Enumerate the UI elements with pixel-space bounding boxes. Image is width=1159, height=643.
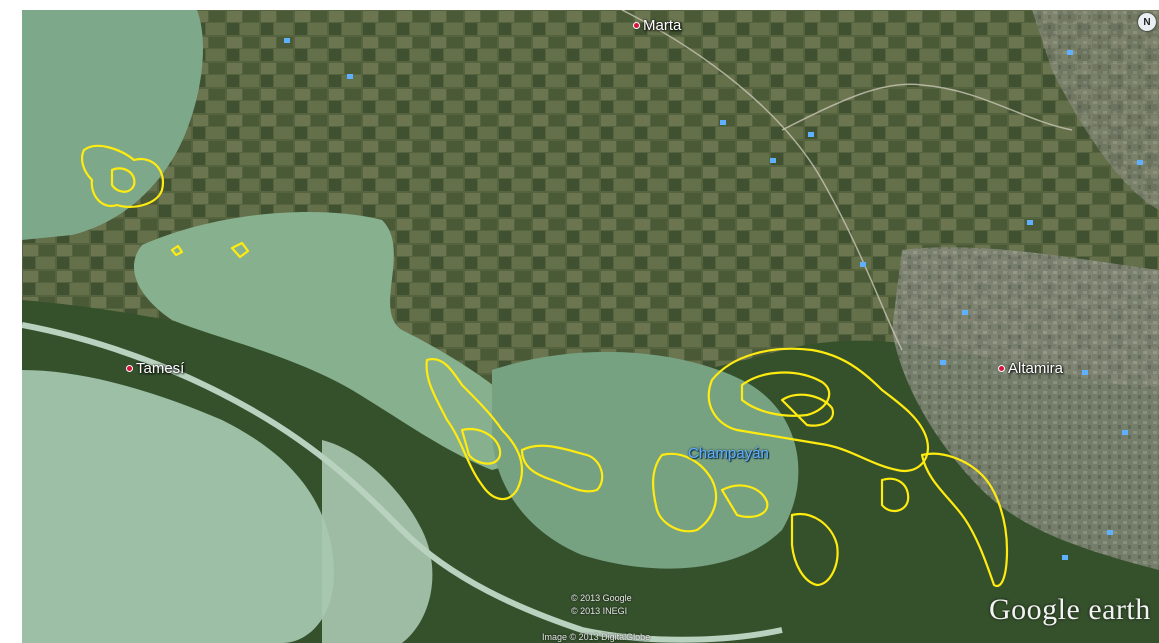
habitat-outline (707, 347, 930, 473)
poi-icon (1107, 530, 1113, 535)
habitat-outline (110, 167, 136, 193)
place-pin-icon (126, 365, 133, 372)
north-compass-icon[interactable]: N (1138, 13, 1156, 31)
place-marta[interactable]: Marta (633, 17, 681, 34)
map-viewport[interactable]: Marta Tamesí Altamira Champayán N © 2013… (22, 10, 1159, 643)
attribution-google: © 2013 Google (571, 593, 632, 603)
habitat-outline (790, 512, 839, 587)
poi-icon (720, 120, 726, 125)
attribution-inegi: © 2013 INEGI (571, 606, 628, 616)
altamira-urban-area (892, 247, 1159, 570)
poi-icon (1027, 220, 1033, 225)
place-label: Altamira (1008, 360, 1064, 377)
poi-icon (1122, 430, 1128, 435)
main-lagoon (133, 212, 532, 470)
road (621, 10, 903, 351)
habitat-outline (230, 241, 250, 259)
poi-markers (284, 38, 1143, 560)
habitat-outlines (81, 144, 1009, 588)
habitat-outline (720, 484, 769, 519)
poi-icon (860, 262, 866, 267)
habitat-outline (740, 371, 831, 417)
tamesi-river (22, 322, 783, 643)
poi-icon (1082, 370, 1088, 375)
poi-icon (1067, 50, 1073, 55)
place-altamira[interactable]: Altamira (998, 360, 1063, 377)
poi-icon (1062, 555, 1068, 560)
habitat-outline (170, 244, 184, 257)
google-earth-logo: Google earth (989, 593, 1151, 626)
place-pin-icon (633, 22, 640, 29)
northwest-lagoon (22, 10, 203, 240)
northern-urban-area (1032, 10, 1159, 210)
poi-icon (284, 38, 290, 43)
poi-icon (962, 310, 968, 315)
satellite-imagery (22, 10, 1159, 643)
champayan-lagoon (492, 351, 799, 569)
habitat-outline (425, 357, 524, 501)
poi-icon (1137, 160, 1143, 165)
habitat-outline (81, 144, 165, 208)
place-label: Tamesí (136, 360, 185, 377)
place-champayan[interactable]: Champayán (688, 445, 769, 462)
southern-marsh (322, 440, 433, 643)
place-label: Champayán (688, 445, 769, 462)
place-label: Marta (643, 17, 682, 34)
poi-icon (770, 158, 776, 163)
place-pin-icon (998, 365, 1005, 372)
habitat-outline (880, 477, 910, 513)
poi-icon (808, 132, 814, 137)
habitat-outline (780, 393, 835, 427)
southwest-lagoon (22, 370, 334, 643)
road (781, 83, 1073, 131)
habitat-outline (920, 452, 1009, 588)
habitat-outline (652, 452, 718, 533)
attribution-imagery: Image © 2013 DigitalGlobe (542, 632, 651, 642)
poi-icon (940, 360, 946, 365)
habitat-outline (520, 444, 604, 493)
habitat-outline (460, 427, 502, 465)
place-tamesi[interactable]: Tamesí (126, 360, 184, 377)
poi-icon (347, 74, 353, 79)
